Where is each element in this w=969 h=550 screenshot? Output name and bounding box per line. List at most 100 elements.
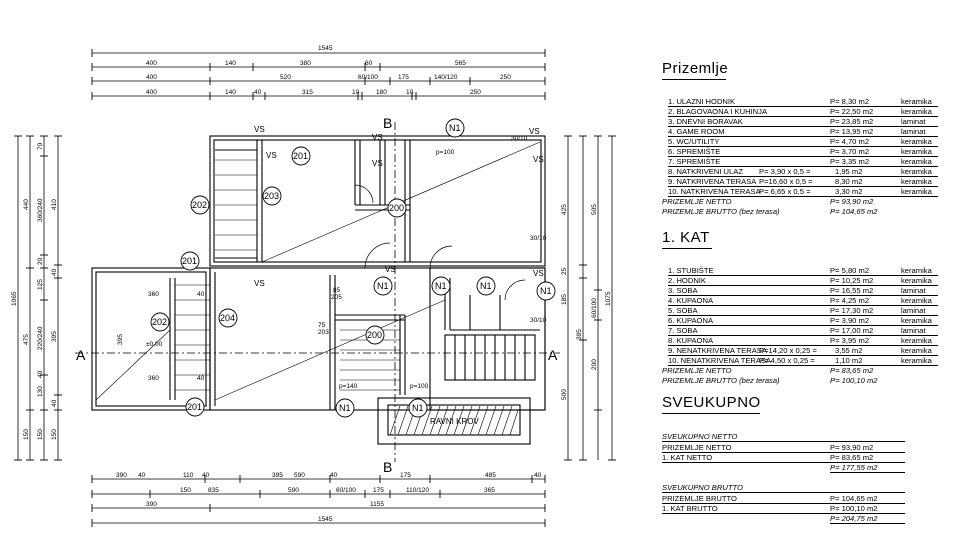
- table-rule: [668, 136, 938, 137]
- table-rule: [668, 176, 938, 177]
- dim-top: 400: [146, 89, 157, 96]
- vs-label: VS: [372, 159, 383, 168]
- dim-bottom: 395: [272, 472, 283, 479]
- dim-bottom: 40: [202, 472, 210, 479]
- room-name: 6. SPREMIŠTE: [668, 147, 721, 156]
- tag-201: 201: [182, 256, 197, 266]
- note-level: ±0.00: [146, 341, 163, 348]
- dim-top-total: 1545: [318, 45, 333, 52]
- vs-label: VS: [266, 151, 277, 160]
- dim-bottom: 1545: [318, 516, 333, 523]
- dim-left: 125: [37, 279, 44, 290]
- table-rule: [668, 196, 938, 197]
- dim-bottom: 390: [116, 472, 127, 479]
- netto-label: PRIZEMLJE NETTO: [662, 197, 732, 206]
- tag-n1: N1: [540, 286, 552, 296]
- dim-bottom: 835: [208, 487, 219, 494]
- note-40: 40: [197, 375, 205, 382]
- dim-top: 175: [398, 74, 409, 81]
- dim-top: 40: [254, 89, 262, 96]
- dim-left: 40: [51, 268, 58, 276]
- sv-brutto-heading: SVEUKUPNO BRUTTO: [662, 483, 743, 492]
- dim-top: 250: [470, 89, 481, 96]
- dim-top: 520: [280, 74, 291, 81]
- table-rule: [662, 513, 905, 514]
- tag-n1: N1: [339, 403, 351, 413]
- table-rule: [668, 126, 938, 127]
- dim-top: 565: [455, 60, 466, 67]
- room-material: keramika: [901, 316, 932, 325]
- note-p140: p=140: [339, 383, 358, 390]
- room-material: keramika: [901, 97, 932, 106]
- room-name: 7. SPREMIŠTE: [668, 157, 721, 166]
- sv-netto-row-area: P= 83,65 m2: [830, 453, 874, 462]
- table-rule: [662, 492, 905, 493]
- dim-bottom: 40: [330, 472, 338, 479]
- room-material: laminat: [901, 117, 926, 126]
- dim-right: 25: [561, 267, 568, 275]
- dim-left: 1065: [11, 291, 18, 306]
- brutto-label: PRIZEMLJE BRUTTO (bez terasa): [662, 376, 780, 385]
- room-name: 10. NATKRIVENA TERASA: [668, 187, 761, 196]
- room-name: 6. KUPAONA: [668, 316, 714, 325]
- room-area: 1,10 m2: [835, 356, 863, 365]
- dim-top: 60: [365, 60, 373, 67]
- dim-top: 250: [500, 74, 511, 81]
- dim-left: 410: [51, 199, 58, 210]
- table-rule: [668, 156, 938, 157]
- room-area: P= 13,95 m2: [830, 127, 874, 136]
- vs-label: VS: [529, 127, 540, 136]
- room-name: 4. KUPAONA: [668, 296, 714, 305]
- table-rule: [830, 523, 905, 524]
- dim-bottom: 390: [146, 501, 157, 508]
- room-name: 9. NENATKRIVENA TERASA: [668, 346, 767, 355]
- dim-top: 140: [225, 89, 236, 96]
- room-area: P= 16,55 m2: [830, 286, 874, 295]
- dim-left: 150: [23, 429, 30, 440]
- sv-brutto-row-name: 1. KAT BRUTTO: [662, 504, 718, 513]
- dim-right: 500: [561, 389, 568, 400]
- dim-bottom: 40: [138, 472, 146, 479]
- room-calc: P=14,20 x 0,25 =: [759, 346, 817, 355]
- tag-n1: N1: [449, 123, 461, 133]
- dim-right: 425: [561, 204, 568, 215]
- dim-left: 395: [51, 331, 58, 342]
- tag-n1: N1: [412, 403, 424, 413]
- table-rule: [668, 146, 938, 147]
- room-name: 8. NATKRIVENI ULAZ: [668, 167, 743, 176]
- vs-label: VS: [372, 133, 383, 142]
- note-85: 85: [333, 287, 341, 294]
- title-underline: [662, 79, 726, 80]
- floor-plan: 1545 400 140 380 60 565 400 520 60/100 1…: [11, 45, 616, 527]
- room-material: keramika: [901, 336, 932, 345]
- roof-label: RAVNI KROV: [430, 417, 479, 426]
- table-rule: [830, 472, 905, 473]
- sv-brutto-row-area: P= 104,65 m2: [830, 494, 878, 503]
- netto-value: P= 83,65 m2: [830, 366, 874, 375]
- sv-brutto-total: P= 204,75 m2: [830, 514, 878, 523]
- netto-label: PRIZEMLJE NETTO: [662, 366, 732, 375]
- dim-top: 180: [376, 89, 387, 96]
- dim-left: 150: [37, 429, 44, 440]
- tag-n1: N1: [377, 281, 389, 291]
- table-rule: [668, 116, 938, 117]
- vs-label: VS: [533, 155, 544, 164]
- room-name: 4. GAME ROOM: [668, 127, 725, 136]
- note-3010: 30/10: [530, 235, 547, 242]
- dim-bottom: 175: [400, 472, 411, 479]
- room-material: laminat: [901, 127, 926, 136]
- room-area: 8,30 m2: [835, 177, 863, 186]
- section-b-bottom: B: [383, 459, 392, 475]
- room-area: 3,30 m2: [835, 187, 863, 196]
- dim-left: 130: [37, 386, 44, 397]
- tag-n1: N1: [480, 281, 492, 291]
- table-rule: [668, 186, 938, 187]
- table-rule: [662, 452, 905, 453]
- dim-top: 380: [300, 60, 311, 67]
- room-material: laminat: [901, 326, 926, 335]
- room-name: 7. SOBA: [668, 326, 698, 335]
- table-rule: [668, 285, 938, 286]
- netto-value: P= 93,90 m2: [830, 197, 874, 206]
- dim-bottom: 40: [534, 472, 542, 479]
- tag-201: 201: [293, 151, 308, 161]
